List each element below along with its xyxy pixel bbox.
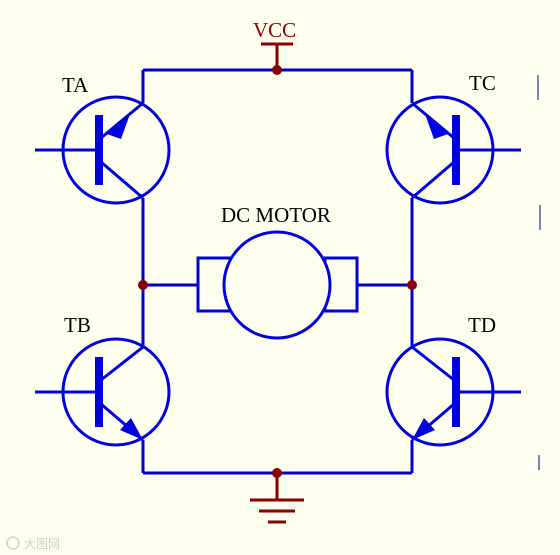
watermark-logo-icon	[6, 536, 20, 550]
transistor-td-arrow	[412, 418, 435, 440]
edge-fragments	[537, 75, 541, 470]
junctions	[138, 65, 417, 478]
junction-dot	[407, 280, 417, 290]
motor-body	[222, 230, 332, 340]
junction-dot	[272, 468, 282, 478]
transistor-label-tb: TB	[64, 313, 91, 337]
transistor-ta-collector	[100, 160, 144, 200]
transistor-tb-arrow	[120, 418, 143, 440]
watermark: 大图网	[6, 536, 60, 551]
transistor-ta-arrow	[107, 114, 130, 139]
transistor-ta-emitter	[100, 101, 144, 140]
watermark-text: 大图网	[24, 537, 60, 551]
transistor-td-collector	[411, 345, 455, 382]
dc-motor	[196, 230, 359, 340]
ground-symbol	[250, 473, 304, 524]
transistor-tb	[35, 337, 171, 447]
transistor-ta	[35, 95, 171, 205]
transistor-label-ta: TA	[62, 73, 89, 97]
junction-dot	[138, 280, 148, 290]
vcc-label: VCC	[253, 18, 296, 42]
transistor-tc-collector	[411, 160, 455, 200]
transistor-tc-arrow	[425, 114, 448, 139]
transistor-td	[385, 337, 521, 447]
transistor-tc	[385, 95, 521, 205]
motor-label: DC MOTOR	[221, 203, 331, 227]
transistor-label-td: TD	[468, 313, 496, 337]
transistor-label-tc: TC	[469, 71, 496, 95]
junction-dot	[272, 65, 282, 75]
transistor-tb-collector	[100, 345, 144, 382]
transistor-tc-emitter	[411, 101, 455, 140]
